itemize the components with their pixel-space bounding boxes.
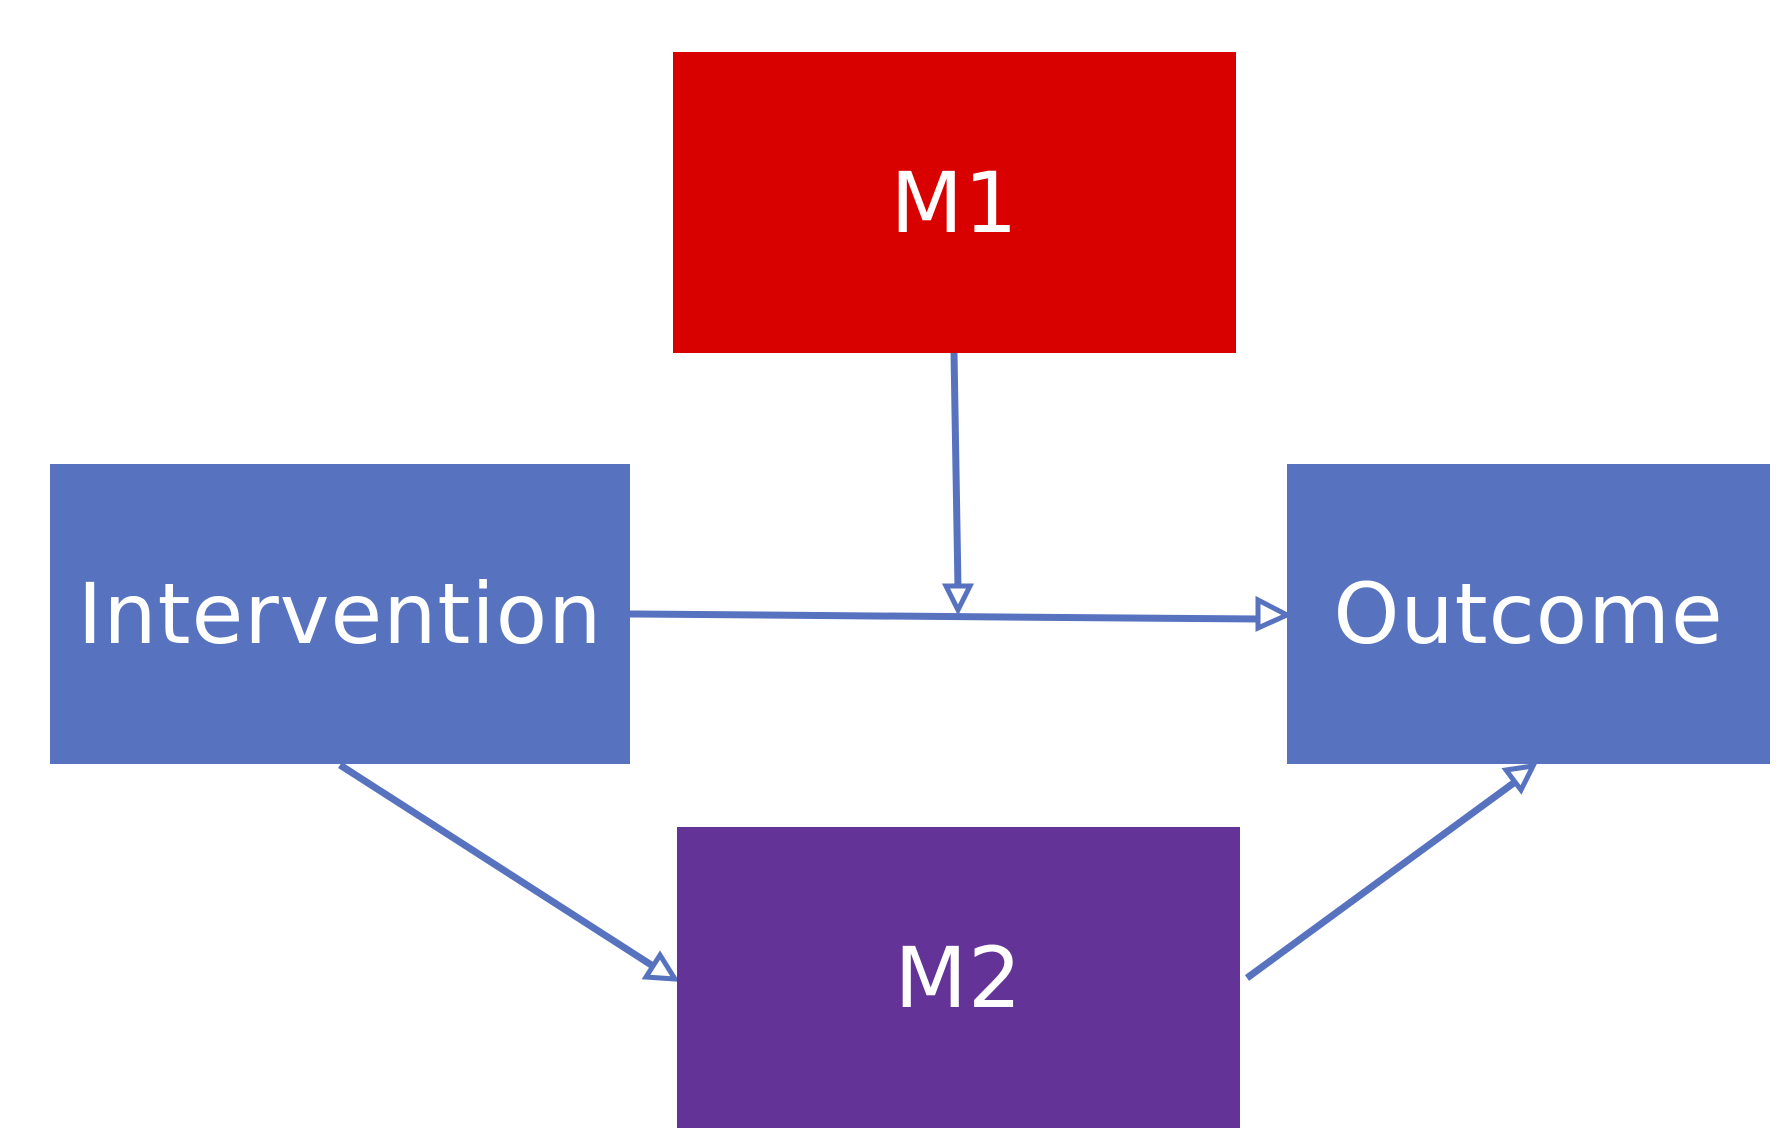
node-intervention: Intervention	[50, 464, 630, 764]
node-intervention-label: Intervention	[77, 565, 603, 663]
edge-m2-outcome	[1244, 779, 1518, 981]
edge-m1-moderation	[950, 352, 962, 589]
node-m1-label: M1	[890, 153, 1019, 252]
arrowhead-m2-outcome	[1501, 762, 1538, 795]
arrowhead-intervention-m2	[641, 950, 680, 982]
node-m2: M2	[677, 827, 1240, 1128]
edge-intervention-m2	[338, 762, 658, 971]
arrowhead-m1-moderation	[941, 583, 975, 616]
arrowhead-intervention-outcome	[1255, 595, 1293, 632]
node-outcome: Outcome	[1287, 464, 1770, 764]
node-m1: M1	[673, 52, 1236, 353]
edge-intervention-outcome	[629, 610, 1261, 623]
node-outcome-label: Outcome	[1333, 565, 1724, 663]
node-m2-label: M2	[894, 928, 1023, 1027]
